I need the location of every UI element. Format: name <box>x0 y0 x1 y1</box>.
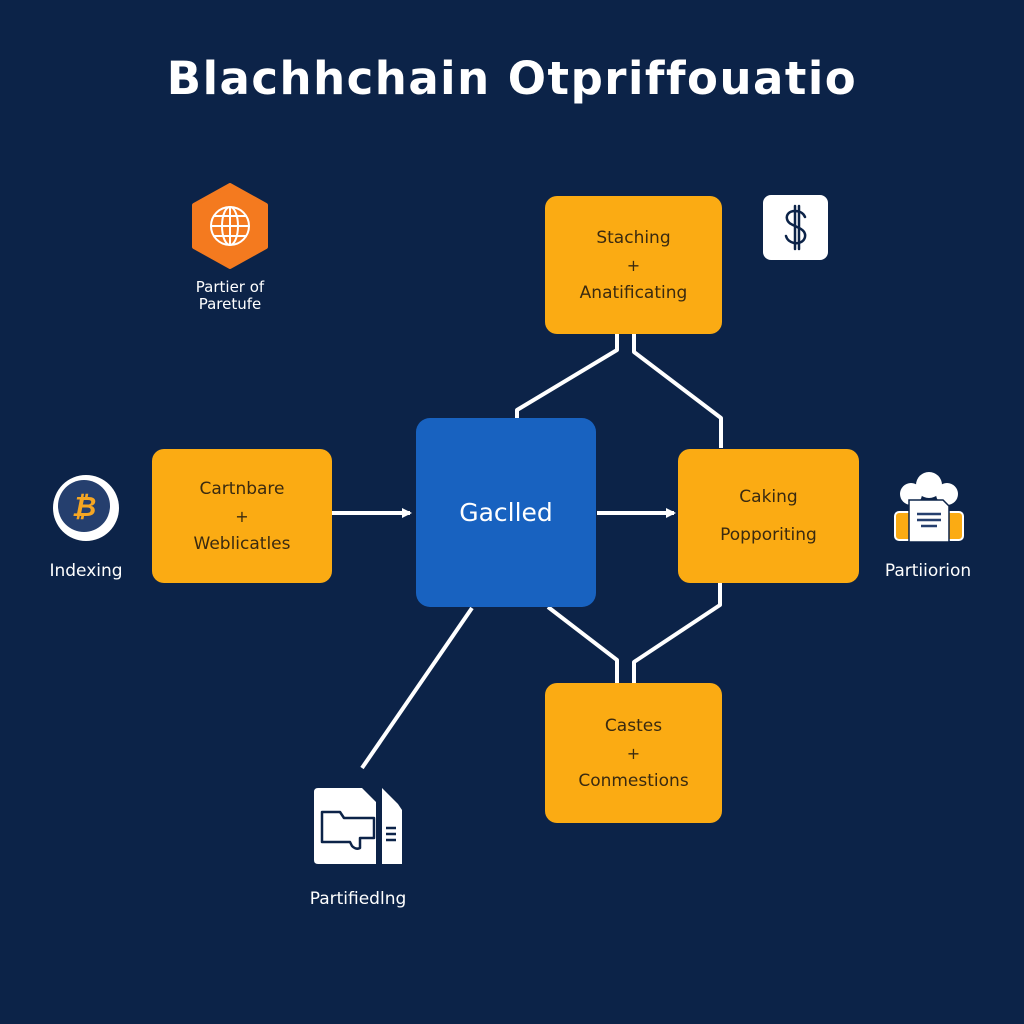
node-bottom-line2: Conmestions <box>578 770 689 791</box>
globe-label: Partier of Paretufe <box>170 279 290 313</box>
globe-hexagon-icon <box>192 183 268 269</box>
node-left-line1: Cartnbare <box>199 478 285 499</box>
node-left-line2: Weblicatles <box>193 533 291 554</box>
node-top-separator: + <box>626 255 641 275</box>
node-left-separator: + <box>235 506 249 526</box>
edge-right-bottom <box>632 583 722 683</box>
dollar-icon <box>763 195 828 260</box>
node-top-line2: Anatificating <box>579 282 688 303</box>
edge-center-top <box>515 334 619 418</box>
globe-label-line1: Partier of <box>195 278 265 296</box>
node-top-line1: Staching <box>596 227 671 248</box>
bitcoin-icon: ₿ <box>53 475 119 541</box>
node-center-label: Gaclled <box>459 498 553 527</box>
team-document-icon <box>894 472 964 543</box>
node-bottom-separator: + <box>626 743 641 763</box>
node-bottom-line1: Castes <box>604 715 663 736</box>
edge-center-folder <box>360 606 474 770</box>
edge-top-right <box>632 334 723 448</box>
folder-document-icon <box>314 788 402 864</box>
edge-center-bottom <box>546 605 619 683</box>
node-left[interactable]: Cartnbare + Weblicatles <box>152 449 332 583</box>
node-right[interactable]: Caking Popporiting <box>678 449 859 583</box>
folder-label: Partifiedlng <box>309 889 407 909</box>
node-bottom[interactable]: Castes + Conmestions <box>545 683 722 823</box>
bitcoin-label: Indexing <box>49 561 123 581</box>
dollar-glyph <box>784 204 806 250</box>
team-label: Partiiorion <box>884 561 972 581</box>
diagram-title: Blachhchain Otpriffouatio <box>166 52 858 105</box>
node-right-line1: Caking <box>739 487 798 507</box>
node-center[interactable]: Gaclled <box>416 418 596 607</box>
globe-label-line2: Paretufe <box>198 295 262 313</box>
svg-text:₿: ₿ <box>72 490 97 523</box>
node-top[interactable]: Staching + Anatificating <box>545 196 722 334</box>
node-right-line2: Popporiting <box>720 525 817 545</box>
